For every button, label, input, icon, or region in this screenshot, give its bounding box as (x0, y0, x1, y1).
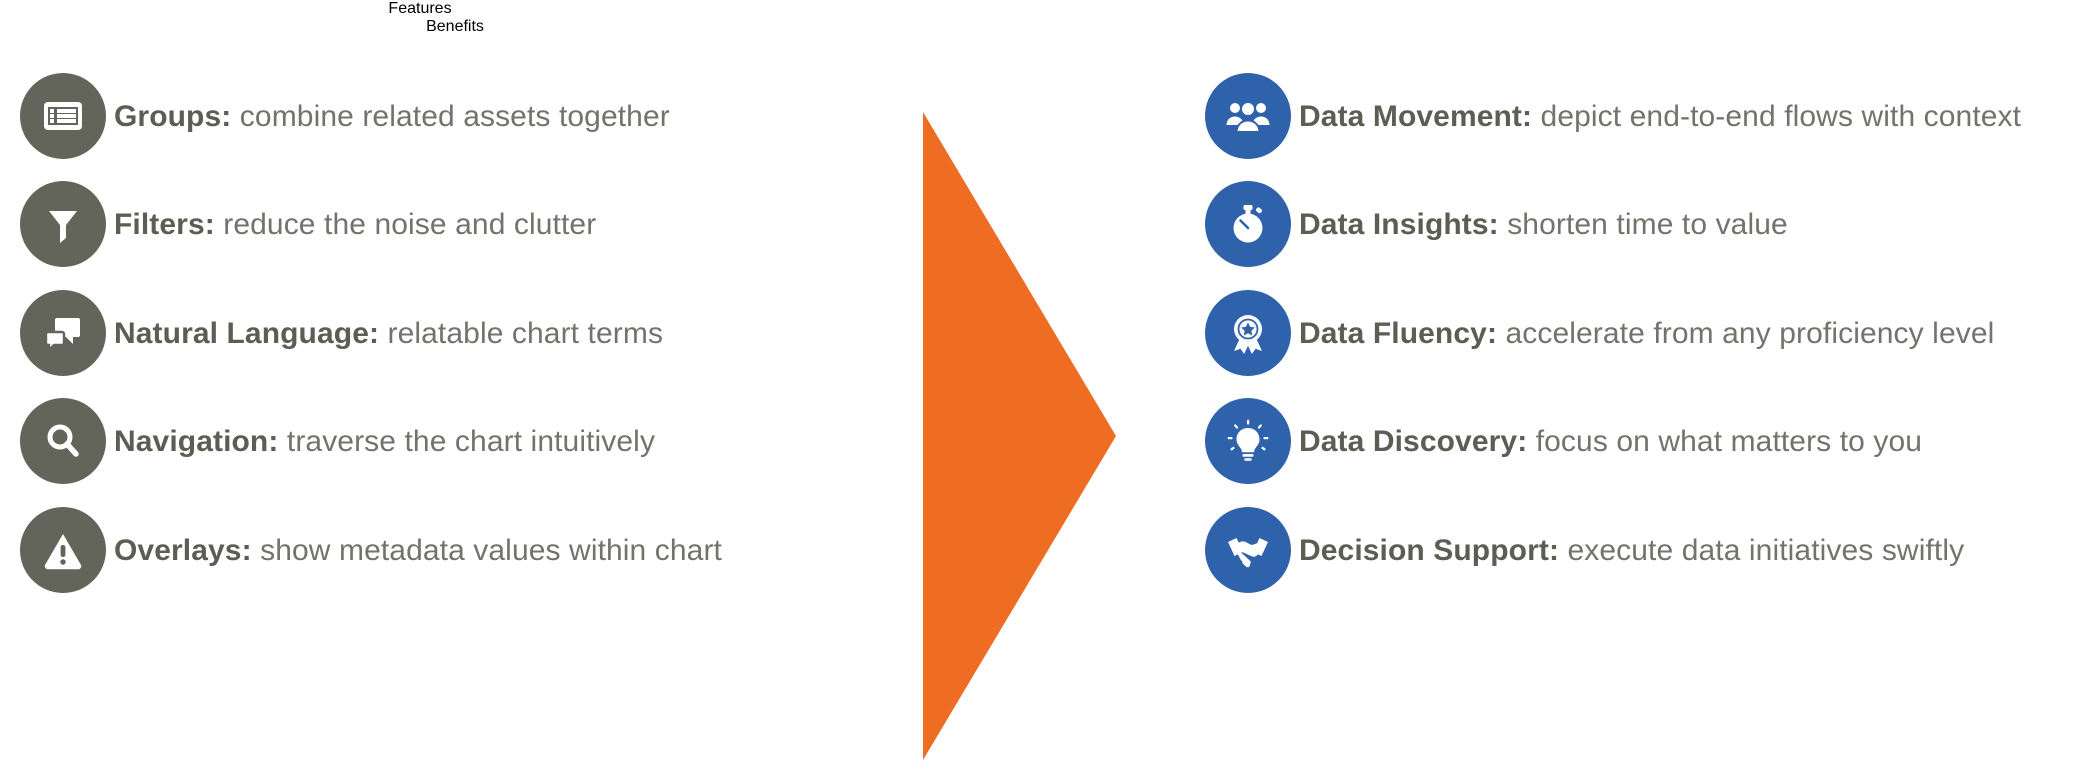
feature-description: reduce the noise and clutter (214, 207, 597, 241)
feature-item-overlays[interactable]: Overlays: show metadata values within ch… (20, 507, 722, 593)
magnifier-search-icon (20, 398, 106, 484)
feature-separator: : (268, 424, 279, 458)
benefit-separator: : (1548, 533, 1560, 567)
stopwatch-icon (1205, 181, 1291, 267)
benefit-separator: : (1486, 316, 1498, 350)
feature-separator: : (368, 316, 380, 350)
award-ribbon-star-icon (1205, 290, 1291, 376)
feature-description: combine related assets together (231, 99, 670, 133)
lightbulb-idea-icon (1205, 398, 1291, 484)
benefit-label: Data Insights (1299, 207, 1489, 241)
benefits-heading: Benefits (426, 18, 484, 35)
feature-item-groups[interactable]: Groups: combine related assets together (20, 73, 670, 159)
feature-item-natural-language[interactable]: Natural Language: relatable chart terms (20, 290, 663, 376)
feature-text: Filters: reduce the noise and clutter (114, 208, 596, 241)
feature-item-filters[interactable]: Filters: reduce the noise and clutter (20, 181, 596, 267)
feature-item-navigation[interactable]: Navigation: traverse the chart intuitive… (20, 398, 655, 484)
people-group-icon (1205, 73, 1291, 159)
benefit-item-data-movement[interactable]: Data Movement: depict end-to-end flows w… (1205, 73, 2021, 159)
benefit-text: Data Discovery: focus on what matters to… (1299, 425, 1922, 458)
benefits-column: Benefits Data Movement: depict end-to-en… (0, 18, 2100, 593)
benefit-description: focus on what matters to you (1527, 424, 1923, 458)
feature-text: Overlays: show metadata values within ch… (114, 534, 722, 567)
benefit-description: depict end-to-end flows with context (1532, 99, 2022, 133)
feature-label: Groups (114, 99, 222, 133)
benefit-label: Decision Support (1299, 533, 1549, 567)
features-heading: Features (388, 0, 452, 17)
benefit-label: Data Movement (1299, 99, 1523, 133)
benefit-text: Data Fluency: accelerate from any profic… (1299, 317, 1994, 350)
benefit-item-decision-support[interactable]: Decision Support: execute data initiativ… (1205, 507, 1964, 593)
feature-separator: : (241, 533, 252, 567)
feature-description: relatable chart terms (379, 316, 664, 350)
benefit-description: shorten time to value (1498, 207, 1788, 241)
benefit-description: execute data initiatives swiftly (1559, 533, 1965, 567)
handshake-icon (1205, 507, 1291, 593)
feature-text: Navigation: traverse the chart intuitive… (114, 425, 655, 458)
benefit-item-data-insights[interactable]: Data Insights: shorten time to value (1205, 181, 1788, 267)
warning-triangle-icon (20, 507, 106, 593)
benefit-item-data-discovery[interactable]: Data Discovery: focus on what matters to… (1205, 398, 1922, 484)
feature-separator: : (204, 207, 215, 241)
feature-description: traverse the chart intuitively (278, 424, 656, 458)
feature-label: Natural Language (114, 316, 369, 350)
right-arrow-triangle-icon (920, 112, 1116, 760)
feature-label: Overlays (114, 533, 242, 567)
benefit-label: Data Fluency (1299, 316, 1487, 350)
benefit-label: Data Discovery (1299, 424, 1518, 458)
benefit-item-data-fluency[interactable]: Data Fluency: accelerate from any profic… (1205, 290, 1994, 376)
feature-label: Filters (114, 207, 205, 241)
benefit-description: accelerate from any proficiency level (1497, 316, 1995, 350)
feature-text: Groups: combine related assets together (114, 100, 670, 133)
list-view-icon (20, 73, 106, 159)
benefit-separator: : (1517, 424, 1528, 458)
speech-bubbles-icon (20, 290, 106, 376)
benefit-text: Data Movement: depict end-to-end flows w… (1299, 100, 2021, 133)
benefit-text: Data Insights: shorten time to value (1299, 208, 1788, 241)
feature-text: Natural Language: relatable chart terms (114, 317, 663, 350)
benefit-separator: : (1522, 99, 1533, 133)
funnel-filter-icon (20, 181, 106, 267)
feature-separator: : (221, 99, 232, 133)
feature-label: Navigation (114, 424, 269, 458)
benefit-text: Decision Support: execute data initiativ… (1299, 534, 1964, 567)
feature-description: show metadata values within chart (251, 533, 722, 567)
features-column: Features Groups: combine related assets … (0, 0, 2100, 593)
benefit-separator: : (1488, 207, 1499, 241)
